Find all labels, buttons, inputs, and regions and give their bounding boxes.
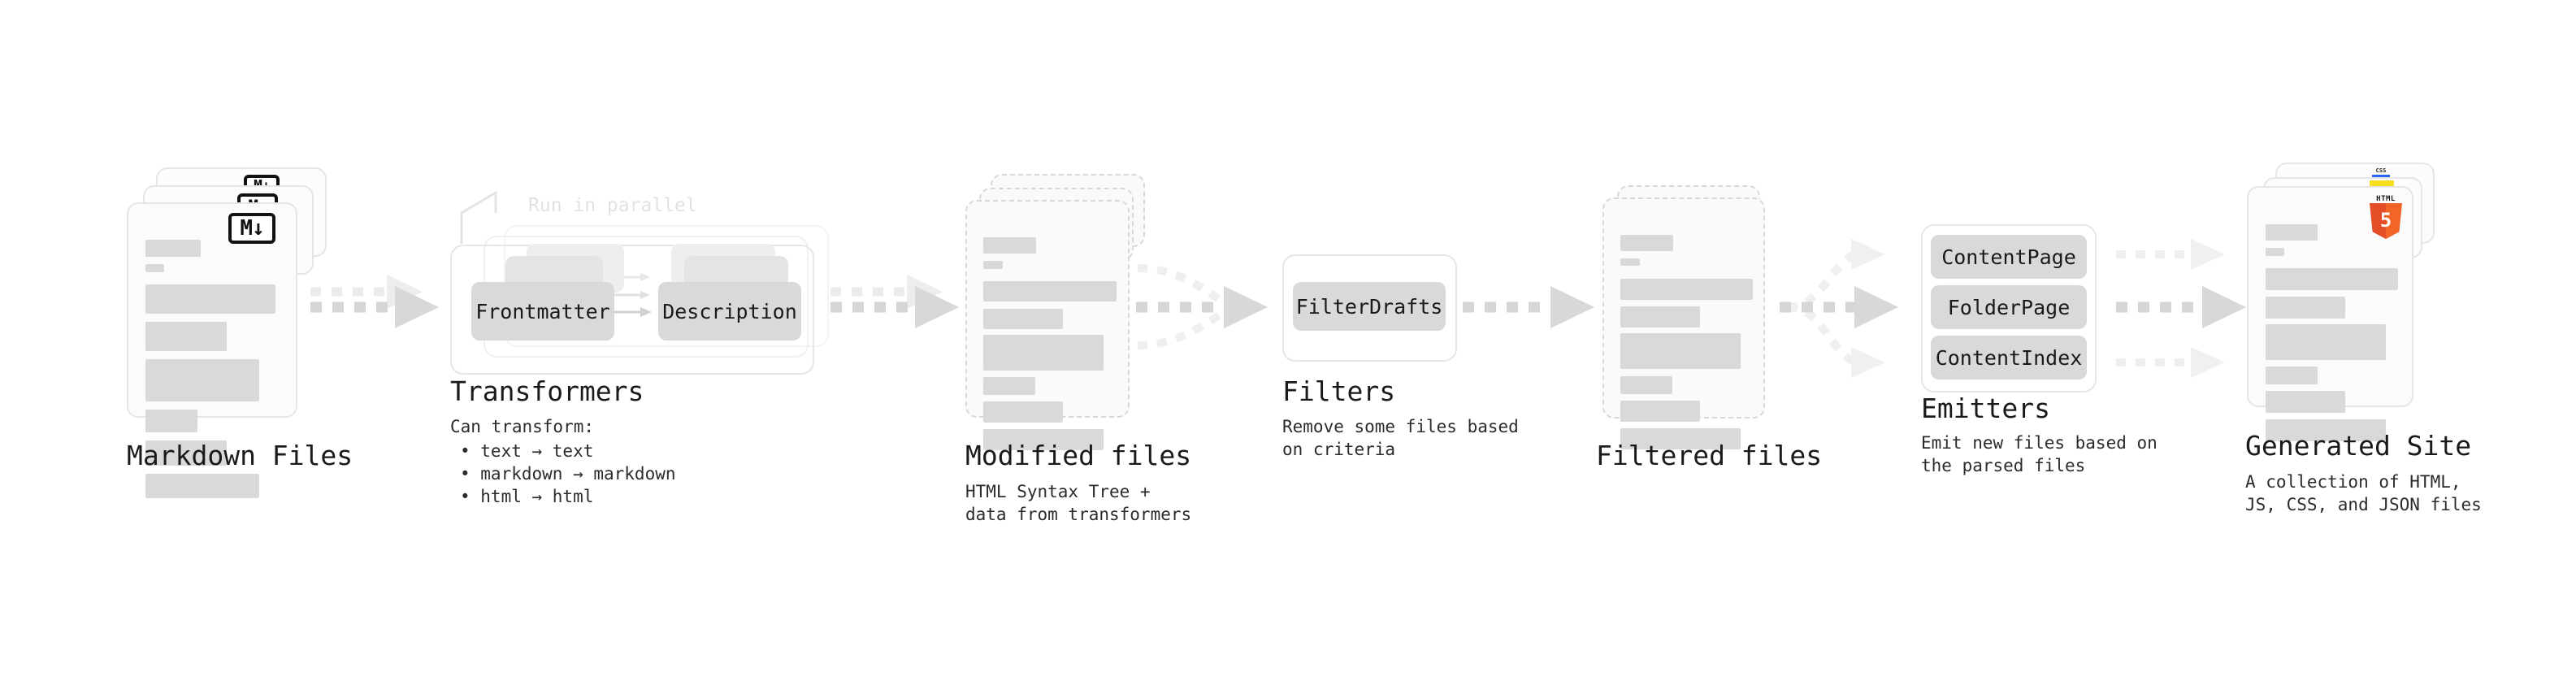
run-in-parallel-label: Run in parallel xyxy=(528,195,697,216)
transformers-title: Transformers xyxy=(450,375,644,407)
css-icon-underline xyxy=(2372,175,2390,178)
generated-bar-line-2 xyxy=(2266,297,2345,319)
modified-bar-heading xyxy=(983,237,1036,254)
modified-bar-line-5 xyxy=(983,401,1063,423)
filtered-bar-line-2 xyxy=(1620,306,1700,327)
markdown-bar-sub xyxy=(145,264,164,272)
markdown-bar-line-6 xyxy=(145,474,259,498)
filters-caption-line-1: on criteria xyxy=(1282,440,1396,459)
html5-icon-label: HTML xyxy=(2376,195,2396,203)
filtered-title: Filtered files xyxy=(1596,440,1823,471)
emitters-box xyxy=(1921,224,2097,393)
emitter-chip-contentpage[interactable]: ContentPage xyxy=(1931,235,2087,279)
arrow-filters-to-filtered xyxy=(1463,286,1594,328)
transformers-caption-item-2: • html → html xyxy=(460,487,594,506)
modified-caption-line-1: data from transformers xyxy=(965,505,1192,524)
html5-icon: HTML 5 xyxy=(2367,195,2405,239)
arrow-markdown-to-transformers xyxy=(310,275,439,328)
css-icon-label: CSS xyxy=(2375,167,2387,174)
html5-icon-five: 5 xyxy=(2379,209,2392,232)
filter-chip-filterdrafts[interactable]: FilterDrafts xyxy=(1293,282,1446,331)
filtered-bar-line-5 xyxy=(1620,401,1700,422)
filtered-card-front xyxy=(1602,197,1765,449)
modified-card-front xyxy=(965,200,1130,450)
transformers-caption-intro: Can transform: xyxy=(450,417,595,436)
arrow-modified-to-filters xyxy=(1136,264,1268,349)
modified-bar-line-6 xyxy=(983,429,1104,450)
transformers-caption-item-0: • text → text xyxy=(460,441,594,461)
markdown-bar-line-3 xyxy=(145,359,259,401)
transformer-chip-description[interactable]: Description xyxy=(658,282,801,340)
markdown-bar-line-4 xyxy=(145,410,197,432)
arrow-emitters-to-generated xyxy=(2116,239,2246,378)
generated-bar-heading xyxy=(2266,224,2318,241)
generated-caption-line-0: A collection of HTML, xyxy=(2245,472,2461,492)
filtered-bar-sub xyxy=(1620,258,1640,266)
generated-caption-line-1: JS, CSS, and JSON files xyxy=(2245,495,2482,514)
markdown-bar-line-5 xyxy=(145,440,227,466)
markdown-title: Markdown Files xyxy=(127,440,353,471)
filtered-bar-line-6 xyxy=(1620,428,1741,449)
markdown-bar-heading xyxy=(145,240,201,257)
generated-bar-line-6 xyxy=(2266,419,2386,441)
filtered-bar-heading xyxy=(1620,235,1673,251)
modified-bar-line-2 xyxy=(983,309,1063,329)
transformer-chip-frontmatter[interactable]: Frontmatter xyxy=(471,282,614,340)
generated-bar-sub xyxy=(2266,248,2284,256)
transformers-caption-item-1: • markdown → markdown xyxy=(460,464,676,484)
emitters-caption-line-0: Emit new files based on xyxy=(1921,433,2158,453)
filters-title: Filters xyxy=(1282,375,1396,407)
emitter-chip-folderpage[interactable]: FolderPage xyxy=(1931,285,2087,329)
generated-card-front xyxy=(2247,186,2413,441)
filtered-bar-line-3 xyxy=(1620,333,1741,369)
arrow-filtered-to-emitters xyxy=(1780,239,1898,378)
filtered-bar-line-1 xyxy=(1620,279,1753,300)
filters-box xyxy=(1282,254,1457,362)
filtered-bar-line-4 xyxy=(1620,376,1672,394)
generated-bar-line-5 xyxy=(2266,391,2345,413)
modified-caption-line-0: HTML Syntax Tree + xyxy=(965,482,1151,501)
markdown-bar-line-1 xyxy=(145,284,275,314)
generated-bar-line-4 xyxy=(2266,367,2318,384)
arrow-transformers-to-modified xyxy=(830,275,959,328)
transformers-box-front xyxy=(450,245,814,375)
filters-caption-line-0: Remove some files based xyxy=(1282,417,1519,436)
html5-icon-shield: 5 xyxy=(2370,203,2402,239)
modified-bar-line-3 xyxy=(983,335,1104,371)
modified-bar-sub xyxy=(983,261,1003,269)
modified-bar-line-1 xyxy=(983,281,1117,301)
generated-title: Generated Site xyxy=(2245,430,2472,462)
modified-title: Modified files xyxy=(965,440,1192,471)
emitters-caption-line-1: the parsed files xyxy=(1921,456,2086,475)
css-icon: CSS xyxy=(2372,168,2390,178)
markdown-bar-line-2 xyxy=(145,322,227,351)
generated-bar-line-1 xyxy=(2266,268,2398,290)
markdown-icon: M↓ xyxy=(228,213,275,244)
emitters-title: Emitters xyxy=(1921,393,2050,424)
modified-bar-line-4 xyxy=(983,377,1035,395)
generated-bar-line-3 xyxy=(2266,324,2386,360)
emitter-chip-contentindex[interactable]: ContentIndex xyxy=(1931,336,2087,380)
